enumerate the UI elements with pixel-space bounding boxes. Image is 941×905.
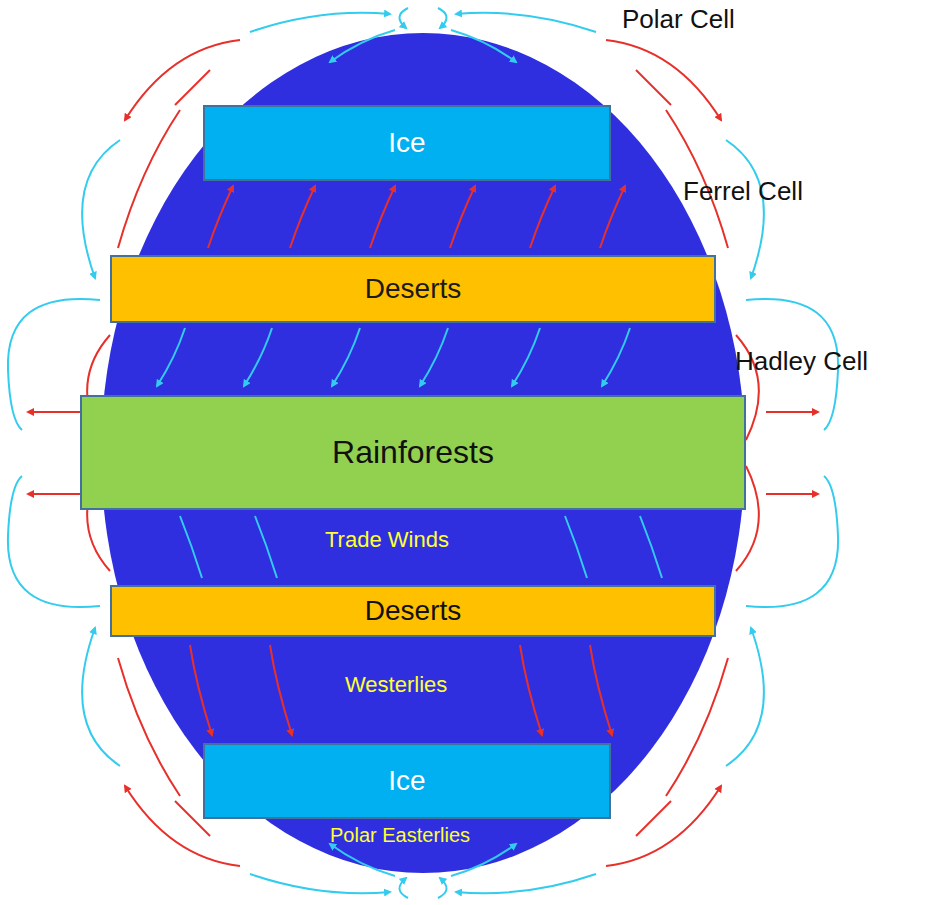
rainforest-band: Rainforests xyxy=(80,395,746,510)
wind-label: Trade Winds xyxy=(325,527,449,553)
band-text: Rainforests xyxy=(332,434,494,471)
ice-band: Ice xyxy=(203,105,611,181)
desert-band: Deserts xyxy=(110,255,716,323)
wind-label: Polar Easterlies xyxy=(330,824,470,847)
ice-band: Ice xyxy=(203,743,611,819)
cell-label: Hadley Cell xyxy=(735,346,868,377)
desert-band: Deserts xyxy=(110,585,716,637)
cell-label: Ferrel Cell xyxy=(683,176,803,207)
band-text: Ice xyxy=(388,127,425,159)
wind-label: Westerlies xyxy=(345,672,447,698)
band-text: Deserts xyxy=(365,273,461,305)
band-text: Deserts xyxy=(365,595,461,627)
band-text: Ice xyxy=(388,765,425,797)
cell-label: Polar Cell xyxy=(622,4,735,35)
